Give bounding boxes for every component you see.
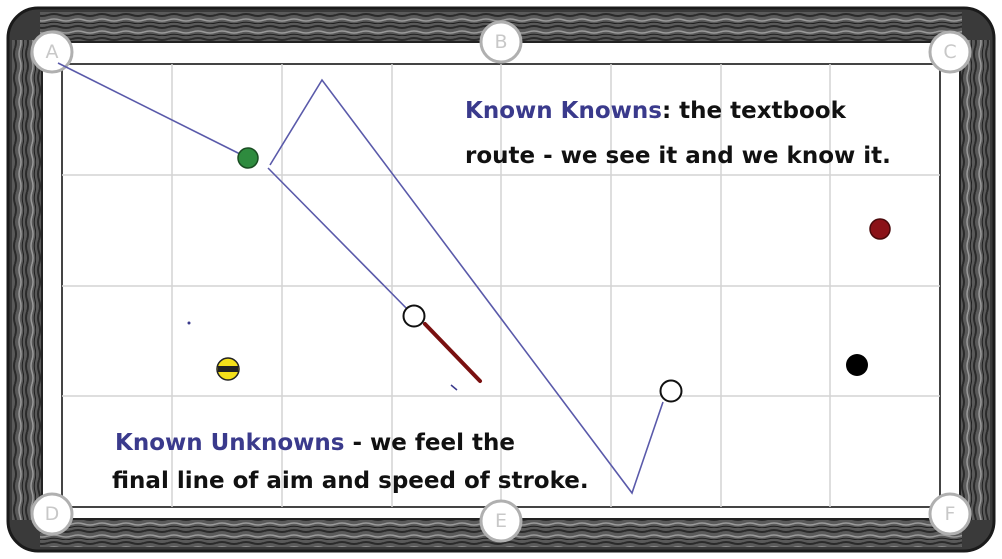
yellow-stripe-ball (216, 357, 240, 381)
pocket-f: F (928, 492, 972, 536)
caption-bottom-rest: - we feel the (344, 430, 514, 456)
pocket-d: D (30, 492, 74, 536)
pocket-d-label: D (45, 503, 60, 525)
caption-bottom-highlight: Known Unknowns (115, 430, 344, 456)
pocket-f-label: F (945, 503, 956, 525)
black-ball (846, 354, 868, 376)
right-rail (960, 40, 990, 520)
speck-mark (450, 384, 458, 391)
caption-bottom-line2: final line of aim and speed of stroke. (112, 468, 589, 494)
speck-mark (187, 321, 191, 325)
pocket-b: B (479, 20, 523, 64)
pocket-a: A (30, 30, 74, 74)
object-ball-path (57, 62, 249, 159)
ghost-cue-ball (402, 304, 426, 328)
cue-stick (423, 322, 482, 383)
cue-ball-route (269, 78, 664, 495)
cue-ball (659, 379, 683, 403)
caption-bottom-line1: Known Unknowns - we feel the (115, 430, 515, 456)
shot-route (57, 62, 664, 495)
pocket-c: C (928, 30, 972, 74)
caption-top-line1: Known Knowns: the textbook (465, 98, 847, 124)
pocket-b-label: B (494, 31, 507, 53)
green-ball (237, 147, 259, 169)
cue-ball-approach-line (267, 167, 415, 317)
red-ball (869, 218, 891, 240)
pocket-c-label: C (943, 41, 956, 63)
caption-top-rest: : the textbook (662, 98, 847, 124)
pocket-e: E (479, 499, 523, 543)
left-rail (12, 40, 42, 520)
table-grid (62, 64, 940, 507)
pocket-a-label: A (46, 41, 59, 63)
caption-top-highlight: Known Knowns (465, 98, 662, 124)
caption-top-line2: route - we see it and we know it. (465, 143, 891, 169)
pocket-e-label: E (495, 510, 507, 532)
